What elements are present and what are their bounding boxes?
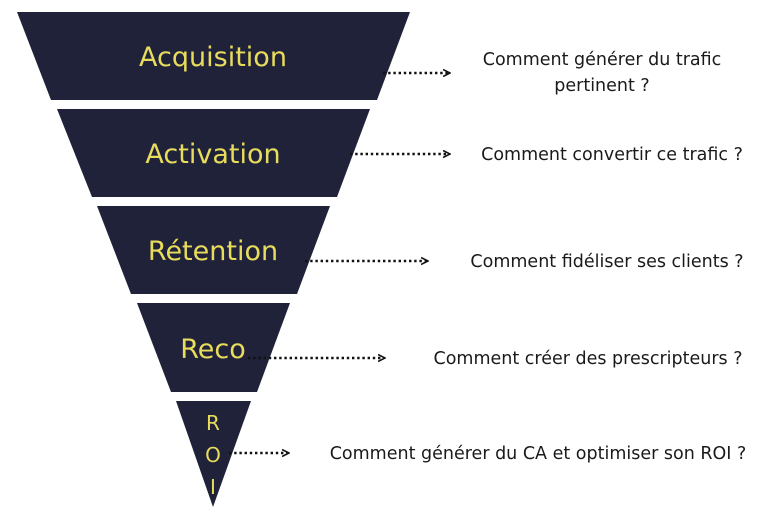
stage-label-roi-o: O [205,443,221,467]
stage-label-acquisition: Acquisition [139,42,287,73]
funnel-segment-acquisition [17,12,410,100]
question-activation: Comment convertir ce trafic ? [462,142,762,168]
question-reco: Comment créer des prescripteurs ? [413,346,763,372]
question-acquisition: Comment générer du trafic pertinent ? [472,47,732,99]
question-roi: Comment générer du CA et optimiser son R… [312,441,764,467]
question-acquisition-line-1: Comment générer du trafic [482,50,722,70]
question-acquisition-line-2: pertinent ? [554,76,650,96]
question-retention-line-1: Comment fidéliser ses clients ? [470,252,744,272]
stage-label-reco: Reco [180,334,246,365]
stage-label-retention: Rétention [148,236,278,267]
funnel-segment-retention [97,206,330,294]
funnel-segment-roi [176,401,251,507]
question-reco-line-1: Comment créer des prescripteurs ? [433,349,743,369]
stage-label-roi-r: R [206,411,220,435]
stage-label-roi-i: I [210,475,216,499]
stage-label-activation: Activation [145,139,280,170]
question-activation-line-1: Comment convertir ce trafic ? [481,145,743,165]
question-retention: Comment fidéliser ses clients ? [452,249,762,275]
funnel-segment-activation [57,109,370,197]
question-roi-line-1: Comment générer du CA et optimiser son R… [329,444,747,464]
funnel-segment-reco [137,303,290,392]
